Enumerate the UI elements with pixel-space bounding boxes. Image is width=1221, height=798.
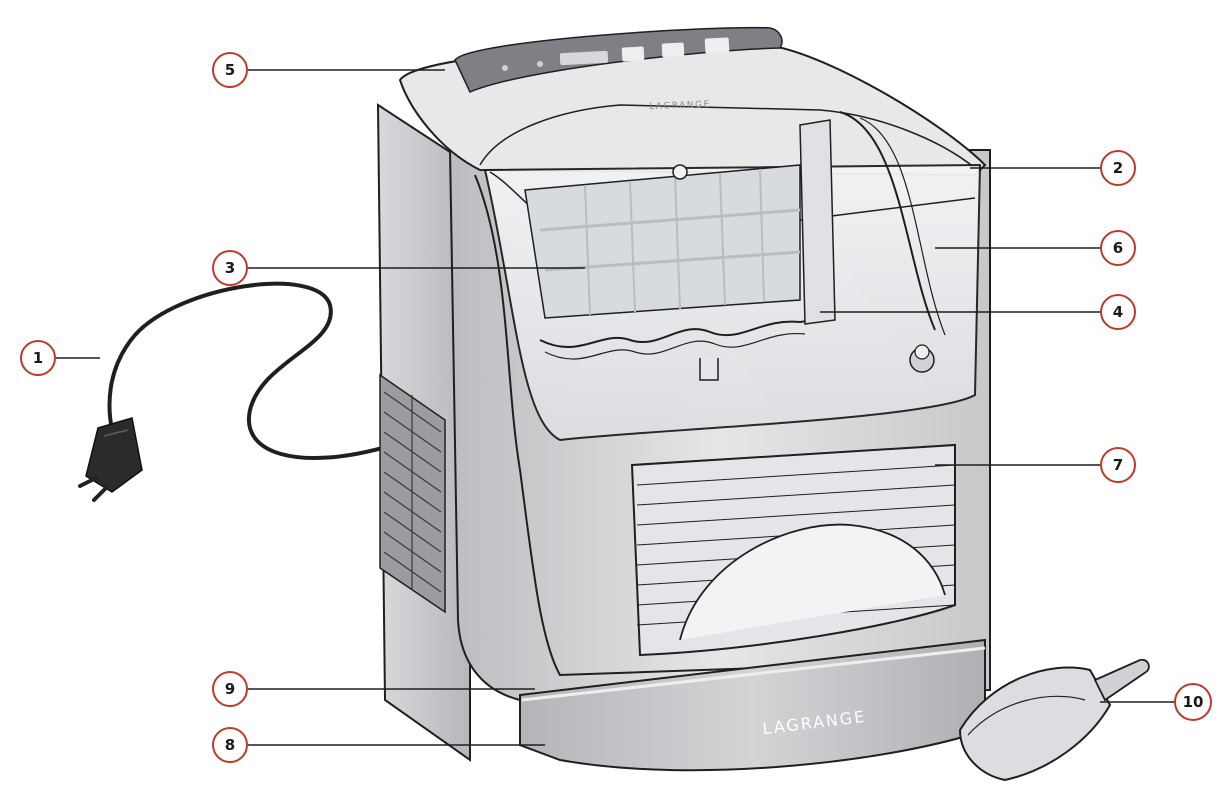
svg-text:5: 5	[225, 61, 235, 79]
callout-4: 4	[1100, 294, 1136, 330]
plug-icon	[78, 417, 143, 502]
callout-7: 7	[1100, 447, 1136, 483]
leader-lines	[56, 69, 1175, 746]
svg-text:9: 9	[225, 680, 235, 698]
svg-text:10: 10	[1183, 693, 1204, 711]
svg-text:6: 6	[1113, 239, 1123, 257]
control-panel	[454, 26, 783, 93]
ice-pusher	[539, 111, 946, 381]
vent-grille	[379, 373, 446, 614]
top-lid: LAGRANGE	[398, 38, 987, 177]
ice-basket	[630, 443, 956, 657]
callout-8: 8	[212, 727, 248, 763]
svg-text:4: 4	[1113, 303, 1123, 321]
callout-5: 5	[212, 52, 248, 88]
svg-text:7: 7	[1113, 456, 1123, 474]
callout-1: 1	[20, 340, 56, 376]
ice-cube-tray	[524, 164, 801, 319]
callout-3: 3	[212, 250, 248, 286]
power-cord	[107, 281, 384, 460]
base: LAGRANGE	[519, 638, 986, 772]
svg-text:1: 1	[33, 349, 43, 367]
ice-scoop	[958, 658, 1150, 782]
callout-9: 9	[212, 671, 248, 707]
callout-6: 6	[1100, 230, 1136, 266]
svg-text:8: 8	[225, 736, 235, 754]
callout-2: 2	[1100, 150, 1136, 186]
brand-logo-lid: LAGRANGE	[649, 100, 711, 112]
callout-10: 10	[1174, 683, 1212, 721]
svg-text:2: 2	[1113, 159, 1123, 177]
svg-text:3: 3	[225, 259, 235, 277]
